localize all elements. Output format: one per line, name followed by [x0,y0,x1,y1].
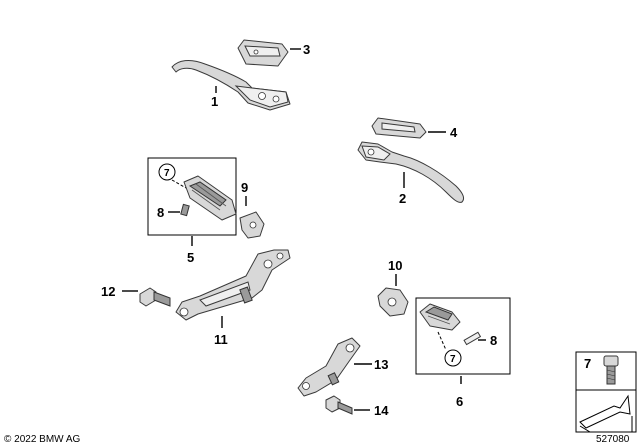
part-8-spring-6[interactable] [463,331,482,346]
callout-3: 3 [303,42,310,57]
part-10-footrest-mount[interactable] [377,287,409,317]
legend-arrow-icon [579,394,633,433]
part-1-brake-lever[interactable] [171,59,291,111]
part-8-spring-5[interactable] [180,203,190,217]
callout-1: 1 [211,94,218,109]
circled-7-group6 [444,349,462,367]
callout-10: 10 [388,258,402,273]
dashed-link-group5 [171,179,187,189]
callout-12: 12 [101,284,115,299]
part-12-bolt[interactable] [139,287,171,307]
part-14-bolt[interactable] [325,395,353,415]
circled-7-group5 [158,163,176,181]
circled-7-group6-label: 7 [450,354,456,365]
callout-2: 2 [399,191,406,206]
circled-7-group5-label: 7 [164,168,170,179]
part-footrest-peg-5[interactable] [183,175,237,221]
callout-4: 4 [450,125,458,140]
callout-9: 9 [241,180,248,195]
callout-8-group5: 8 [157,205,164,220]
callout-14: 14 [374,403,389,418]
legend-label-7: 7 [584,356,591,371]
copyright-text: © 2022 BMW AG [4,434,81,445]
part-footrest-peg-6[interactable] [419,303,461,331]
diagram-id: 527080 [596,434,630,445]
group-5-box [147,157,237,236]
part-2-clutch-lever[interactable] [357,141,465,203]
callout-5: 5 [187,250,194,265]
callout-6: 6 [456,394,463,409]
group-6-box [415,297,511,375]
callout-8-group6: 8 [490,333,497,348]
part-4-clutch-cover[interactable] [371,117,427,139]
callout-11: 11 [214,332,228,347]
part-9-footrest-mount[interactable] [239,211,265,239]
part-13-bracket[interactable] [297,337,361,397]
callout-13: 13 [374,357,388,372]
legend-screw-icon [603,355,619,385]
part-11-bracket[interactable] [175,249,291,321]
dashed-link-group6 [437,331,447,351]
part-3-reservoir-cover[interactable] [237,39,289,67]
